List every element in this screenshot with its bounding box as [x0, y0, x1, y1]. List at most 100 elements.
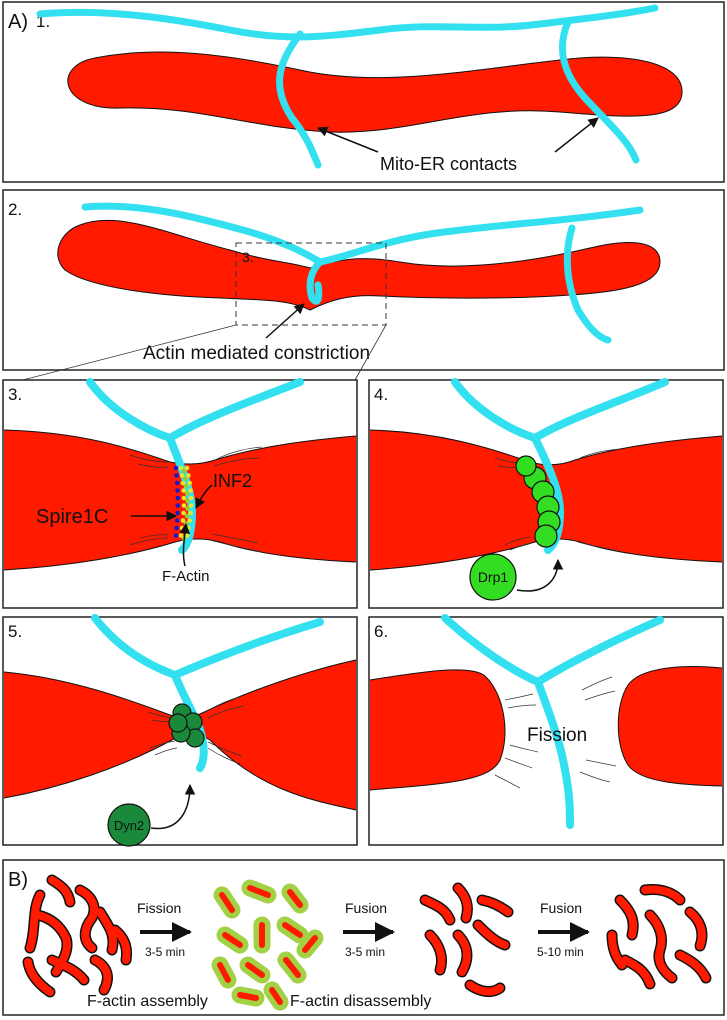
inf2-dot [187, 518, 192, 523]
inf2-dot [187, 480, 192, 486]
er-tubule [81, 202, 644, 266]
pointer-arrow [265, 303, 305, 339]
inf2-dot [180, 518, 186, 523]
spire1c-dot [174, 518, 180, 523]
panel-3: 3. Spire1C INF2 F-Actin [2, 378, 358, 609]
f-actin-dot [182, 476, 188, 481]
tension-lines [494, 448, 621, 552]
mito-network-tubular [24, 876, 131, 996]
dyn2-label: Dyn2 [114, 818, 144, 833]
step-4-label: 4. [374, 385, 388, 404]
mito-fragments-with-actin [211, 879, 324, 1011]
spire1c-dot [174, 480, 180, 486]
f-actin-dot [184, 483, 189, 489]
step-2-label: 2. [8, 200, 22, 219]
timeline-arrow-time: 3-5 min [145, 945, 185, 959]
tension-lines [129, 446, 263, 553]
drp1-label: Drp1 [478, 569, 509, 585]
panel-a1: A) 1. Mito-ER contacts [2, 1, 725, 183]
fission-label: Fission [527, 725, 587, 746]
timeline-arrow-label: Fusion [345, 900, 387, 916]
inf2-dot [188, 495, 194, 501]
caption-assembly: F-actin assembly [87, 993, 208, 1010]
dyn2-oligomer [168, 713, 188, 733]
timeline-arrow-time: 3-5 min [345, 945, 385, 959]
spire1c-dot [175, 510, 180, 516]
zoom-connector [14, 324, 237, 383]
inf2-label: INF2 [213, 471, 252, 491]
spire1c-dot [174, 473, 179, 478]
er-tubule [563, 224, 612, 344]
er-tubule [534, 678, 574, 829]
mitochondrion [67, 51, 683, 133]
inf2-dot [188, 488, 193, 493]
spire1c-dot [175, 488, 180, 493]
spire1c-dot [175, 495, 181, 501]
f-actin-dot [184, 513, 190, 519]
mitochondrion [57, 219, 661, 311]
spire1c-dot [173, 465, 179, 471]
spire1c-dot [174, 525, 179, 531]
pointer-arrow [554, 117, 599, 153]
inf2-dot [179, 473, 185, 478]
inf2-dot [178, 465, 184, 471]
mitochondrion-fragment [617, 666, 723, 787]
f-actin-dot [181, 468, 187, 474]
inf2-dot [184, 533, 190, 538]
er-tubule [306, 258, 324, 305]
drp1-oligomer [515, 455, 537, 477]
inf2-dot [180, 480, 186, 486]
step-5-label: 5. [8, 622, 22, 641]
inf2-dot [181, 510, 186, 516]
f-actin-label: F-Actin [162, 568, 210, 585]
panel-4: 4. Drp1 [368, 378, 724, 609]
inf2-dot [188, 510, 193, 516]
inf2-dot [181, 503, 187, 508]
f-actin-dot [184, 491, 190, 496]
inf2-dot [188, 503, 194, 508]
recruit-arrow [150, 783, 196, 830]
actin-constriction-label: Actin mediated constriction [143, 343, 370, 364]
inf2-dot [181, 495, 187, 501]
f-actin-dot [185, 506, 190, 511]
drp1-oligomer [534, 524, 558, 548]
zoom-connector [354, 324, 387, 381]
inset-label: 3. [242, 249, 254, 265]
step-6-label: 6. [374, 622, 388, 641]
panel-a2: 2. 3. Actin mediated constriction [2, 189, 725, 371]
zoom-inset-box [235, 242, 387, 326]
drp1-ring [515, 455, 561, 548]
part-b-label: B) [8, 869, 28, 891]
mito-network-partial [421, 884, 512, 996]
pointer-arrow [317, 126, 379, 153]
spire1c-dot [175, 503, 181, 508]
spire1c-label: Spire1C [36, 506, 108, 528]
er-tubule [276, 30, 322, 169]
timeline-arrow-time: 5-10 min [537, 945, 584, 959]
dyn2-monomer [107, 803, 151, 847]
membrane-edge [369, 429, 723, 466]
pointer-arrow [179, 522, 191, 567]
inf2-dot [181, 488, 186, 493]
mito-er-contacts-label: Mito-ER contacts [380, 154, 517, 174]
mito-network-fused [608, 885, 710, 988]
drp1-monomer [469, 553, 517, 601]
inf2-dot [178, 533, 184, 538]
membrane-edge [3, 429, 357, 465]
mitochondrion-fragment [369, 669, 506, 791]
mitochondrion [4, 430, 356, 570]
panel-b: B) Fission 3-5 min [2, 859, 725, 1016]
tension-lines [494, 676, 617, 789]
caption-disassembly: F-actin disassembly [290, 993, 431, 1010]
timeline-arrow-label: Fusion [540, 900, 582, 916]
part-a-label: A) [8, 11, 28, 33]
er-tubule [558, 18, 640, 164]
recruit-arrow [516, 558, 564, 592]
step-3-label: 3. [8, 385, 22, 404]
inf2-dot [186, 473, 191, 478]
f-actin-dot [185, 498, 190, 504]
panel-5: 5. Dyn2 [2, 614, 358, 847]
panel-6: 6. Fission [368, 614, 724, 846]
pointer-arrow [195, 484, 213, 509]
